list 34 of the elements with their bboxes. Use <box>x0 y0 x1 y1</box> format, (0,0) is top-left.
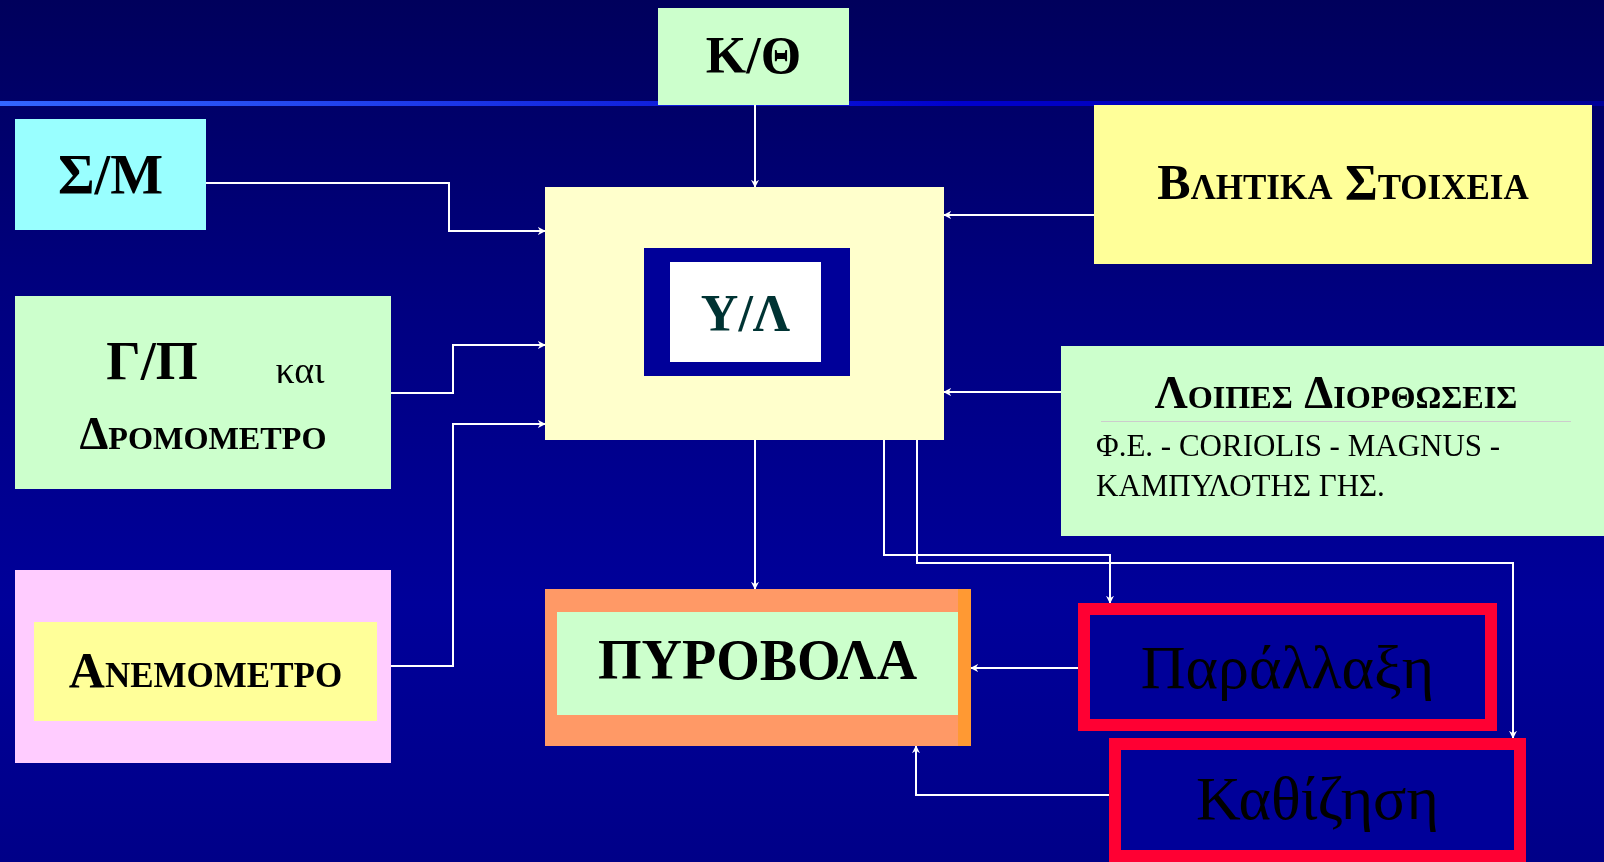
input-box <box>1094 105 1592 264</box>
input-box <box>15 570 391 763</box>
node-label: ΑΝΕΜΟΜΕΤΡΟ <box>67 641 344 700</box>
node-label: Καθίζηση <box>1195 763 1440 834</box>
correction-box <box>1078 603 1497 731</box>
arrow <box>916 439 1517 739</box>
arrow <box>883 439 1114 604</box>
node-label: Παράλλαξη <box>1139 632 1436 703</box>
node-label: ΠΥΡΟΒΟΛΑ <box>596 628 919 693</box>
arrow <box>751 439 759 590</box>
node-body: Φ.Ε. - CORIOLIS - MAGNUS - ΚΑΜΠΥΛΟΤΗΣ ΓΗΣ. <box>1096 427 1502 506</box>
arrow <box>912 745 1110 796</box>
correction-box <box>1109 738 1526 862</box>
input-box <box>658 8 849 105</box>
node-label: και <box>274 348 326 393</box>
arrow <box>390 420 546 667</box>
arrow <box>390 341 546 394</box>
node-label: Σ/Μ <box>57 143 164 208</box>
input-box <box>15 119 206 230</box>
arrow <box>943 211 1095 219</box>
input-box <box>1061 346 1604 536</box>
node-label: Υ/Λ <box>699 284 792 344</box>
node-label: ΔΡΟΜΟΜΕΤΡΟ <box>78 407 328 461</box>
node-label: Γ/Π <box>105 330 199 393</box>
arrow <box>205 182 546 235</box>
arrow <box>970 664 1079 672</box>
arrow <box>751 104 759 188</box>
input-box <box>15 296 391 489</box>
arrow <box>943 388 1062 396</box>
output-box <box>545 589 971 746</box>
processor-box <box>545 187 944 440</box>
node-label: ΒΛΗΤΙΚΑ ΣΤΟΙΧΕΙΑ <box>1156 153 1530 212</box>
node-heading: ΛΟΙΠΕΣ ΔΙΟΡΘΩΣΕΙΣ <box>1101 368 1571 422</box>
node-label: Κ/Θ <box>704 26 803 86</box>
